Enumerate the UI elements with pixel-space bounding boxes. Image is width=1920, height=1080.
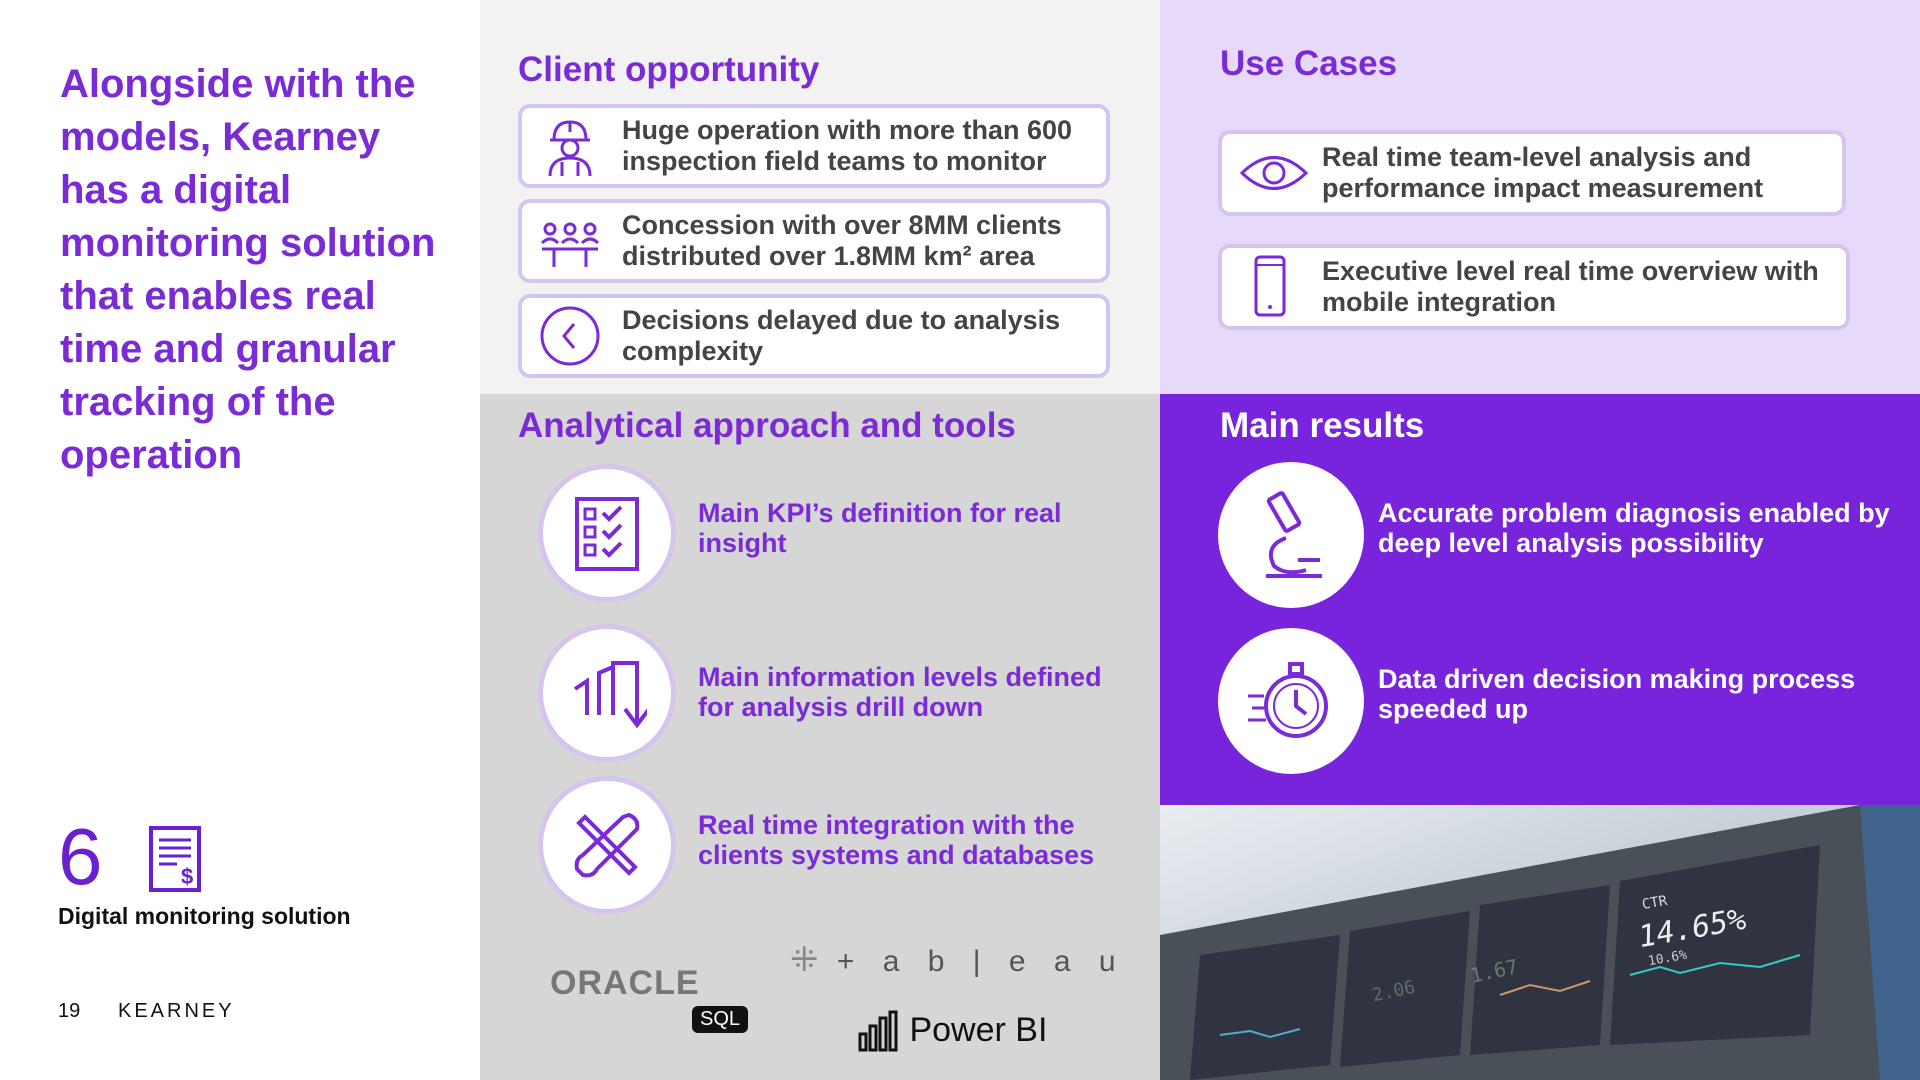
powerbi-icon [858, 1010, 898, 1052]
brand-logo: KEARNEY [118, 1000, 235, 1022]
main-results-title: Main results [1220, 406, 1425, 445]
mobile-phone-icon [1254, 255, 1286, 317]
stopwatch-icon [1248, 662, 1328, 738]
drill-down-icon [573, 661, 647, 729]
use-case-text: Executive level real time overview with … [1322, 256, 1819, 317]
clock-back-icon [540, 306, 600, 366]
result-text: Accurate problem diagnosis enabled by de… [1378, 498, 1890, 558]
field-worker-icon [548, 120, 592, 177]
use-case-card: Real time team-level analysis and perfor… [1218, 130, 1846, 216]
powerbi-logo: Power BI [856, 1010, 1047, 1054]
use-case-card: Executive level real time overview with … [1218, 244, 1850, 330]
dashboard-photo: CTR 14.65% 10.6% 1.67 2.06 [1160, 805, 1920, 1080]
client-opportunity-section: Client opportunity Huge operation with m… [480, 0, 1160, 394]
result-text: Data driven decision making process spee… [1378, 664, 1856, 724]
use-cases-title: Use Cases [1220, 44, 1398, 83]
analytical-text: Main information levels defined for anal… [698, 662, 1102, 722]
analytical-text: Real time integration with the clients s… [698, 810, 1095, 870]
tableau-wordmark: + a b | e a u [836, 945, 1126, 978]
client-card: Concession with over 8MM clients distrib… [518, 199, 1110, 283]
use-cases-section: Use Cases Real time team-level analysis … [1160, 0, 1920, 394]
microscope-icon [1266, 491, 1322, 578]
result-icon-circle [1218, 462, 1364, 608]
team-meeting-icon [540, 222, 600, 267]
result-icon-circle [1218, 628, 1364, 774]
solution-number: 6 [58, 812, 103, 901]
analytical-title: Analytical approach and tools [518, 406, 1016, 445]
tableau-logo: ⁜ + a b | e a u [790, 940, 1126, 980]
checklist-icon [575, 497, 639, 571]
client-card-text: Concession with over 8MM clients distrib… [622, 210, 1062, 271]
svg-text:$: $ [181, 864, 193, 889]
analytical-icon-circle [538, 464, 676, 602]
invoice-dollar-icon: $ [149, 826, 201, 892]
page-number: 19 [58, 1000, 81, 1022]
analytical-icon-circle [538, 624, 676, 762]
use-case-text: Real time team-level analysis and perfor… [1322, 142, 1764, 203]
main-results-section: Main results Accurate problem diagnosis … [1160, 394, 1920, 805]
left-panel: Alongside with the models, Kearney has a… [0, 0, 480, 1080]
client-card: Huge operation with more than 600 inspec… [518, 104, 1110, 188]
eye-icon [1239, 156, 1309, 190]
sql-badge: SQL [692, 1006, 749, 1033]
client-card: Decisions delayed due to analysis comple… [518, 294, 1110, 378]
client-card-text: Huge operation with more than 600 inspec… [622, 115, 1073, 176]
solution-caption: Digital monitoring solution [58, 903, 351, 929]
tools-icon [574, 812, 640, 878]
client-card-text: Decisions delayed due to analysis comple… [622, 305, 1061, 366]
analytical-text: Main KPI’s definition for real insight [698, 498, 1062, 558]
client-opportunity-title: Client opportunity [518, 50, 820, 89]
analytical-icon-circle [538, 776, 676, 914]
oracle-logo: ORACLE [550, 964, 700, 1002]
headline: Alongside with the models, Kearney has a… [60, 62, 436, 477]
analytical-section: Analytical approach and tools Main KPI’s… [480, 394, 1160, 1080]
tableau-mark-icon: ⁜ [790, 941, 819, 979]
powerbi-wordmark: Power BI [909, 1010, 1048, 1049]
dashboard-photo-image [1160, 805, 1920, 1080]
